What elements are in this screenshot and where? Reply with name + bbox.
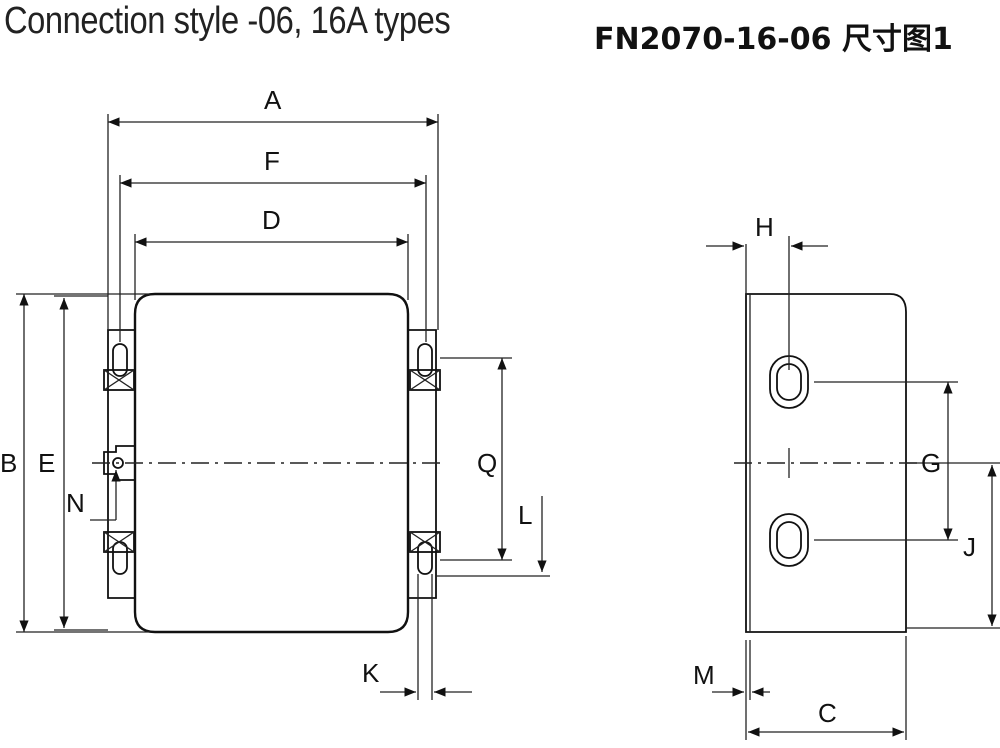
label-h: H: [755, 212, 774, 242]
left-bottom-terminal: [103, 531, 135, 553]
right-top-slot: [417, 343, 433, 377]
filter-body: [133, 292, 410, 634]
model-title: FN2070-16-06 尺寸图1: [594, 22, 953, 57]
label-k: K: [362, 658, 380, 688]
label-q: Q: [477, 448, 497, 478]
label-d: D: [262, 205, 281, 235]
label-f: F: [264, 146, 280, 176]
label-c: C: [818, 698, 837, 728]
left-top-slot: [112, 343, 128, 377]
side-view: H G J M C: [693, 212, 1000, 740]
side-hole-bottom: [769, 513, 809, 567]
label-g: G: [921, 448, 941, 478]
label-e: E: [38, 448, 55, 478]
front-view: A F D B E N Q L K: [0, 85, 550, 700]
label-a: A: [264, 85, 282, 115]
left-bottom-slot: [112, 541, 128, 575]
side-body: [745, 293, 907, 633]
right-bottom-terminal: [409, 531, 441, 553]
right-top-terminal: [409, 369, 441, 391]
label-l: L: [518, 500, 532, 530]
diagram-title: Connection style -06, 16A types: [4, 0, 451, 42]
left-flange: [107, 329, 135, 599]
label-m: M: [693, 660, 715, 690]
label-b: B: [0, 448, 17, 478]
left-top-terminal: [103, 369, 135, 391]
right-bottom-slot: [417, 541, 433, 575]
right-flange: [408, 329, 437, 599]
label-j: J: [963, 532, 976, 562]
label-n: N: [66, 488, 85, 518]
